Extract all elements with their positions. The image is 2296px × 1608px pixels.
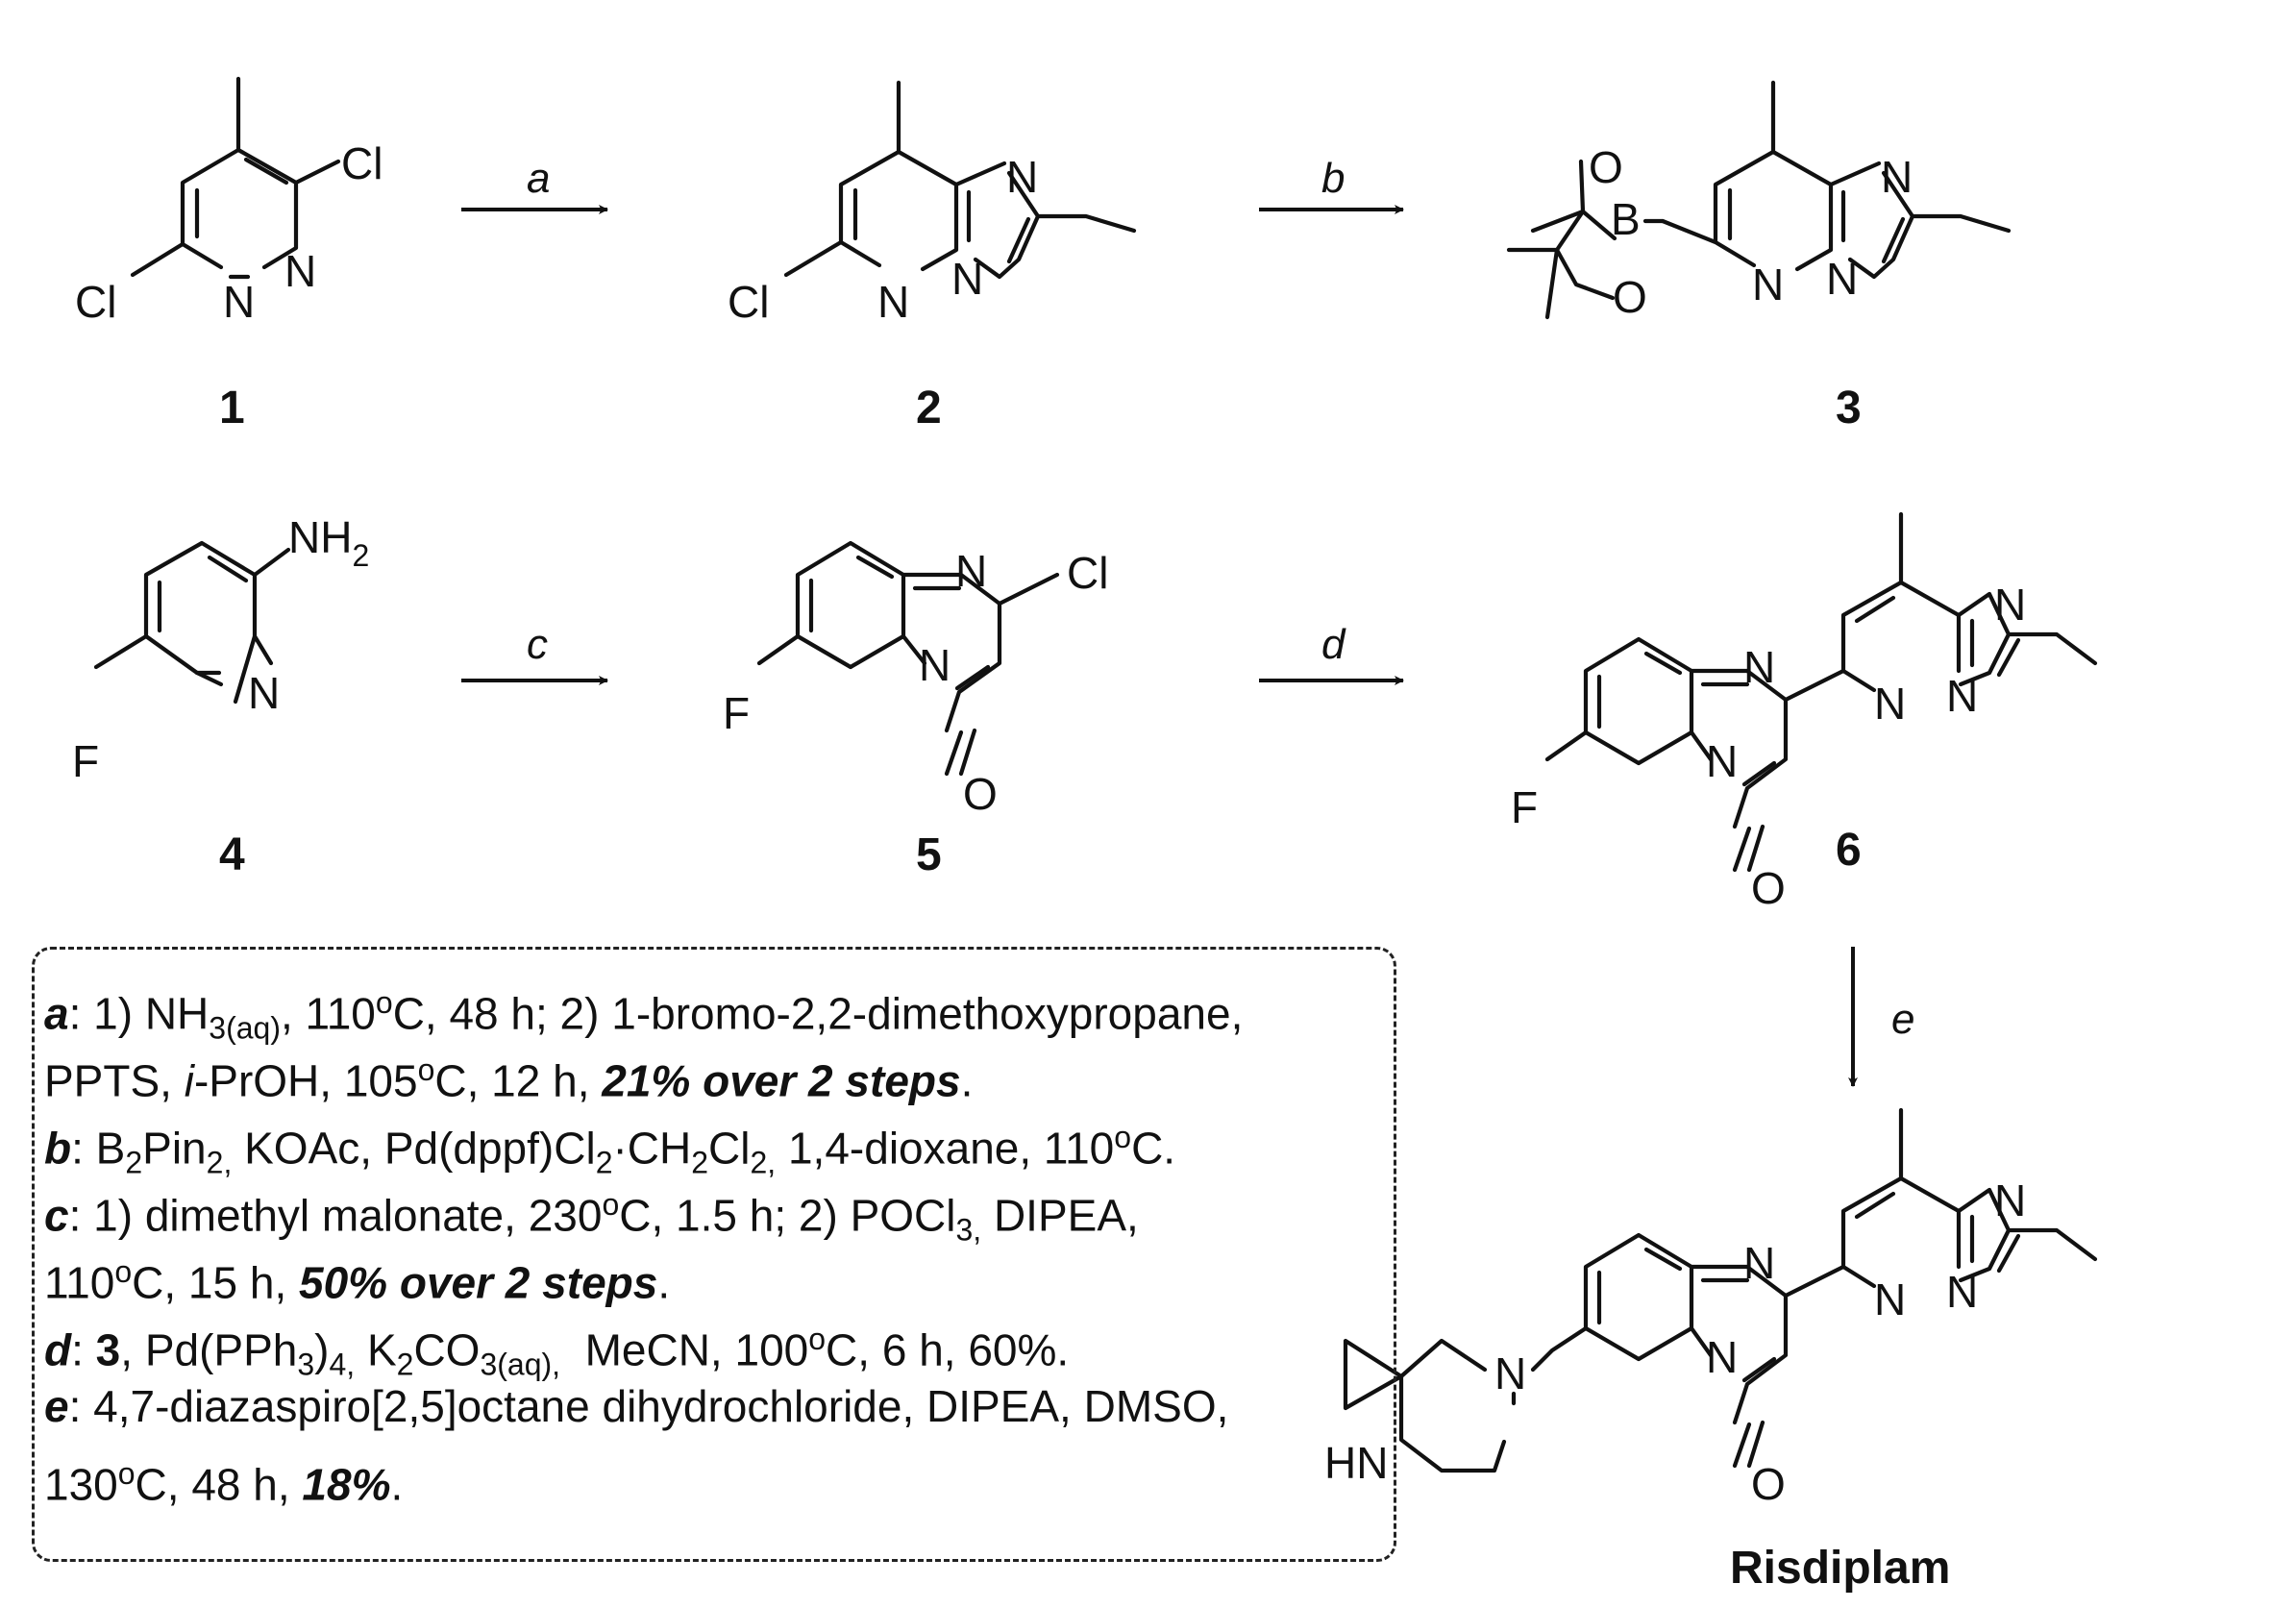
step-label-c: c bbox=[527, 621, 548, 668]
compound-3: B O O N N N 3 bbox=[1506, 80, 2012, 433]
atom-o: O bbox=[963, 769, 998, 819]
compound-1: Cl N N Cl 1 bbox=[75, 76, 383, 433]
atom-n: N bbox=[284, 246, 316, 296]
atom-o: O bbox=[1613, 272, 1647, 322]
atom-n: N bbox=[1994, 1175, 2026, 1225]
compound-2: N N N Cl 2 bbox=[728, 80, 1137, 433]
condition-e-line-2: 130oC, 48 h, 18%. bbox=[44, 1456, 404, 1510]
condition-d: d: 3, Pd(PPh3)4, K2CO3(aq), MeCN, 100oC,… bbox=[44, 1322, 1070, 1382]
atom-n: N bbox=[223, 277, 255, 327]
compound-label-3: 3 bbox=[1836, 383, 1862, 433]
atom-n: N bbox=[1994, 580, 2026, 630]
condition-a-line-1: a: 1) NH3(aq), 110oC, 48 h; 2) 1-bromo-2… bbox=[44, 985, 1244, 1046]
reaction-arrows: a b c d e bbox=[461, 155, 1914, 1087]
atom-hn: HN bbox=[1324, 1438, 1388, 1488]
atom-n: N bbox=[1946, 1267, 1978, 1317]
atom-nh2: NH2 bbox=[288, 512, 369, 573]
atom-cl: Cl bbox=[75, 277, 116, 327]
atom-n: N bbox=[1826, 254, 1858, 304]
atom-n: N bbox=[1706, 1332, 1738, 1382]
atom-b: B bbox=[1611, 194, 1641, 244]
atom-cl: Cl bbox=[728, 277, 769, 327]
compound-label-1: 1 bbox=[219, 383, 245, 433]
compound-label-2: 2 bbox=[916, 383, 942, 433]
atom-n: N bbox=[1006, 152, 1038, 202]
atom-f: F bbox=[72, 736, 99, 786]
compound-risdiplam: N N N N N N HN O Risdiplam bbox=[1324, 1107, 2098, 1594]
condition-c-line-2: 110oC, 15 h, 50% over 2 steps. bbox=[44, 1254, 671, 1308]
atom-n: N bbox=[1752, 260, 1784, 309]
step-label-d: d bbox=[1321, 621, 1346, 668]
step-label-e: e bbox=[1891, 996, 1914, 1043]
compound-label-4: 4 bbox=[219, 829, 245, 880]
atom-n: N bbox=[877, 277, 909, 327]
atom-cl: Cl bbox=[341, 138, 383, 188]
atom-f: F bbox=[1511, 782, 1538, 832]
compound-6: N N N N N F O 6 bbox=[1511, 511, 2098, 913]
condition-a-line-2: PPTS, i-PrOH, 105oC, 12 h, 21% over 2 st… bbox=[44, 1052, 974, 1106]
atom-n: N bbox=[1946, 671, 1978, 721]
compound-label-5: 5 bbox=[916, 829, 942, 880]
atom-n: N bbox=[1874, 679, 1906, 729]
atom-n: N bbox=[1706, 736, 1738, 786]
condition-e-line-1: e: 4,7-diazaspiro[2,5]octane dihydrochlo… bbox=[44, 1381, 1229, 1431]
atom-n: N bbox=[248, 668, 280, 718]
atom-o: O bbox=[1751, 863, 1786, 913]
compound-5: N N Cl F O 5 bbox=[723, 540, 1108, 880]
condition-b: b: B2Pin2, KOAc, Pd(dppf)Cl2·CH2Cl2, 1,4… bbox=[44, 1120, 1176, 1180]
atom-n: N bbox=[955, 546, 987, 596]
atom-o: O bbox=[1751, 1459, 1786, 1509]
condition-c-line-1: c: 1) dimethyl malonate, 230oC, 1.5 h; 2… bbox=[44, 1187, 1139, 1248]
atom-o: O bbox=[1589, 142, 1623, 192]
step-label-b: b bbox=[1321, 155, 1345, 202]
compound-label-6: 6 bbox=[1836, 825, 1862, 876]
atom-n: N bbox=[1874, 1274, 1906, 1324]
atom-n: N bbox=[919, 640, 950, 690]
conditions-box: a: 1) NH3(aq), 110oC, 48 h; 2) 1-bromo-2… bbox=[32, 947, 1396, 1562]
compound-label-risdiplam: Risdiplam bbox=[1730, 1543, 1950, 1594]
atom-f: F bbox=[723, 688, 750, 738]
atom-n: N bbox=[1743, 1238, 1775, 1288]
step-label-a: a bbox=[527, 155, 550, 202]
compound-4: NH2 N F 4 bbox=[72, 512, 369, 880]
atom-cl: Cl bbox=[1067, 548, 1108, 598]
atom-n: N bbox=[951, 254, 983, 304]
atom-n: N bbox=[1743, 642, 1775, 692]
atom-n: N bbox=[1494, 1348, 1526, 1398]
atom-n: N bbox=[1881, 152, 1913, 202]
